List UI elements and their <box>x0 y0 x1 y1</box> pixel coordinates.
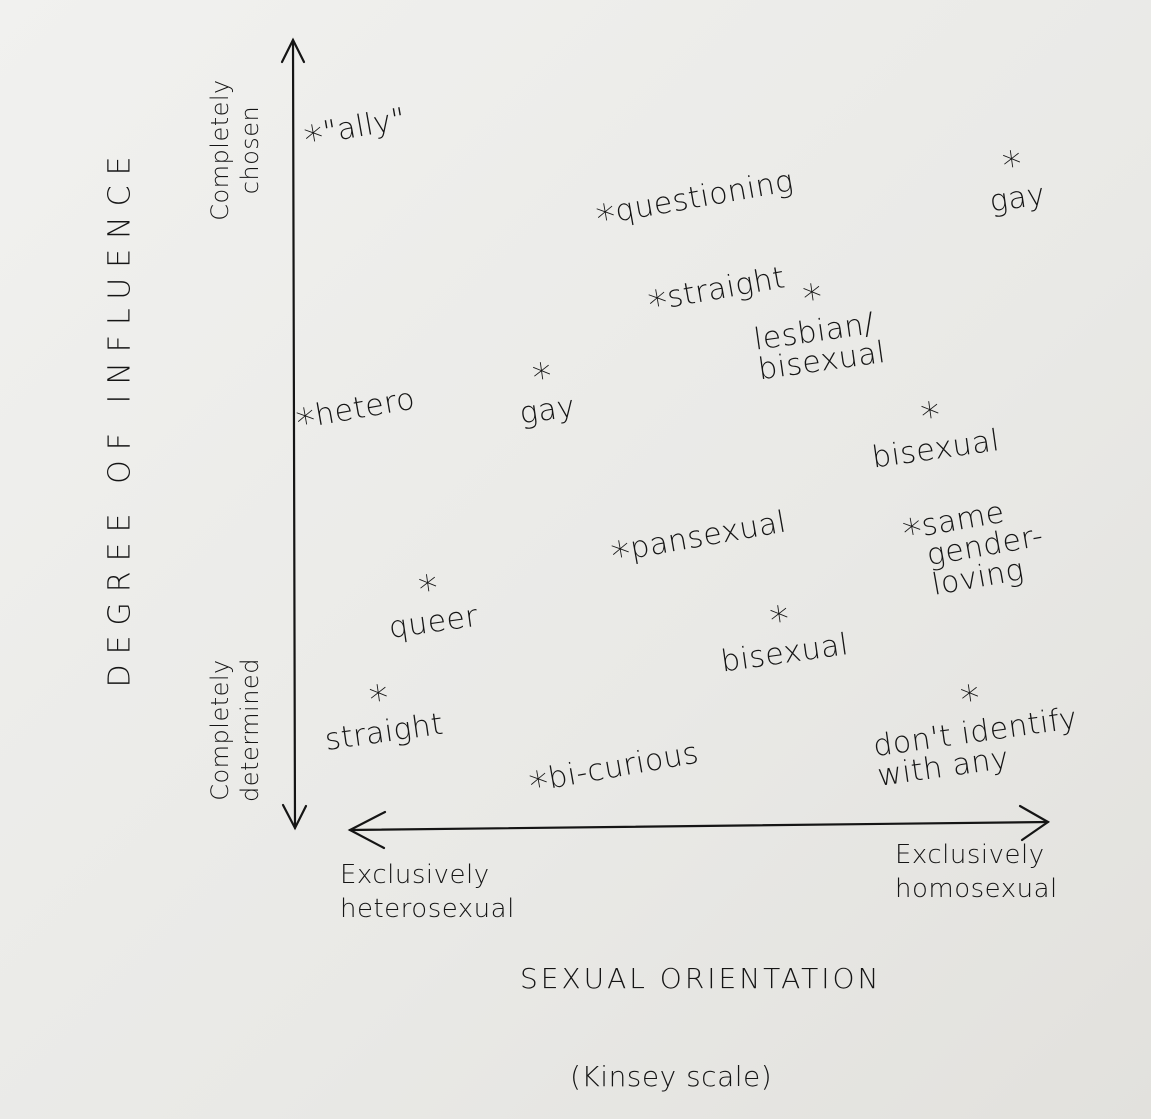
data-point: *hetero <box>293 381 419 445</box>
x-axis-line <box>348 820 1050 832</box>
point-label: lesbian/ bisexual <box>751 306 888 388</box>
x-axis-sublabel: (Kinsey scale) <box>570 1060 773 1093</box>
point-label: pansexual <box>627 504 789 567</box>
y-axis-arrow-top <box>280 37 306 64</box>
point-label: questioning <box>612 163 796 230</box>
asterisk-marker: * <box>415 565 442 612</box>
data-point: *bisexual <box>865 388 1003 476</box>
data-point: *"ally" <box>301 101 410 163</box>
data-point: *bisexual <box>714 592 851 680</box>
point-label: hetero <box>312 381 418 434</box>
point-label: don't identify with any <box>871 700 1080 794</box>
y-axis-arrow-bottom <box>281 803 308 831</box>
data-point: *straight <box>318 672 446 758</box>
data-point: *queer <box>381 564 480 646</box>
data-point: *lesbian/ bisexual <box>746 271 888 388</box>
point-label: queer <box>386 598 480 646</box>
point-label: bisexual <box>870 422 1003 476</box>
point-label: gay <box>517 388 578 432</box>
point-label: "ally" <box>320 101 409 151</box>
x-axis-high-label: Exclusively homosexual <box>895 840 1058 904</box>
point-label: gay <box>987 176 1048 220</box>
data-point: *same gender- loving <box>900 492 1051 604</box>
x-axis-arrow-left <box>347 810 387 850</box>
y-axis-line <box>291 38 297 830</box>
data-point: *gay <box>983 142 1048 220</box>
asterisk-marker: * <box>366 675 393 722</box>
data-point: *pansexual <box>608 504 790 579</box>
point-label: straight <box>322 706 446 758</box>
data-point: *questioning <box>593 163 797 241</box>
point-label: same gender- loving <box>919 494 1047 603</box>
asterisk-marker: * <box>958 675 984 722</box>
x-axis-label: SEXUAL ORIENTATION <box>520 962 882 995</box>
asterisk-marker: * <box>529 353 556 400</box>
data-point: *gay <box>512 353 578 432</box>
point-label: bi-curious <box>545 735 702 797</box>
x-axis-low-label: Exclusively heterosexual <box>340 860 515 924</box>
data-point: *don't identify with any <box>867 666 1084 794</box>
data-point: *bi-curious <box>526 735 703 809</box>
x-axis-arrow-right <box>1018 804 1051 842</box>
point-label: bisexual <box>718 627 851 680</box>
